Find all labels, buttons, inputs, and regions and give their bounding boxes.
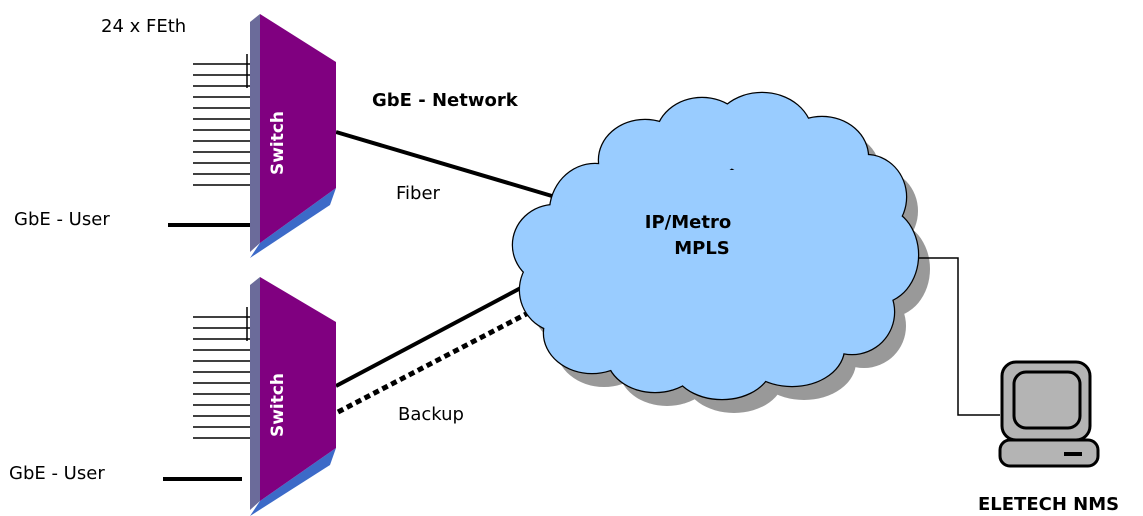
switch-top-label: Switch [268,111,288,175]
fiber-link-bottom [335,280,533,388]
switch-bottom-label: Switch [268,373,288,437]
backup-link [336,309,532,415]
gbe-user-label-bottom: GbE - User [9,463,105,484]
feth-ports-bottom [193,307,250,439]
backup-label: Backup [398,404,464,425]
nms-link [918,257,1000,416]
fiber-label: Fiber [396,183,441,204]
gbe-user-label-top: GbE - User [14,209,110,230]
network-switch-icon: Switch [268,111,288,175]
switch-bottom-bottom-edge [250,448,336,516]
switch-bottom-face [260,277,336,501]
cloud-label-line2: MPLS [674,238,730,259]
gbe-network-label: GbE - Network [372,90,519,111]
switch-bottom: Switch [163,277,336,516]
feth-ports-top [193,54,250,186]
switch-top-face [260,14,336,243]
switch-bottom-side [250,277,260,510]
feth-label: 24 x FEth [101,16,186,37]
switch-top: Switch [168,14,336,258]
switch-top-bottom-edge [250,188,336,258]
network-switch-icon: Switch [268,373,288,437]
switch-top-side [250,14,260,252]
computer-terminal-icon [998,360,1100,468]
fiber-link-top [335,130,553,198]
cloud-label-line1: IP/Metro [645,212,731,233]
nms-label: ELETECH NMS [978,494,1119,515]
